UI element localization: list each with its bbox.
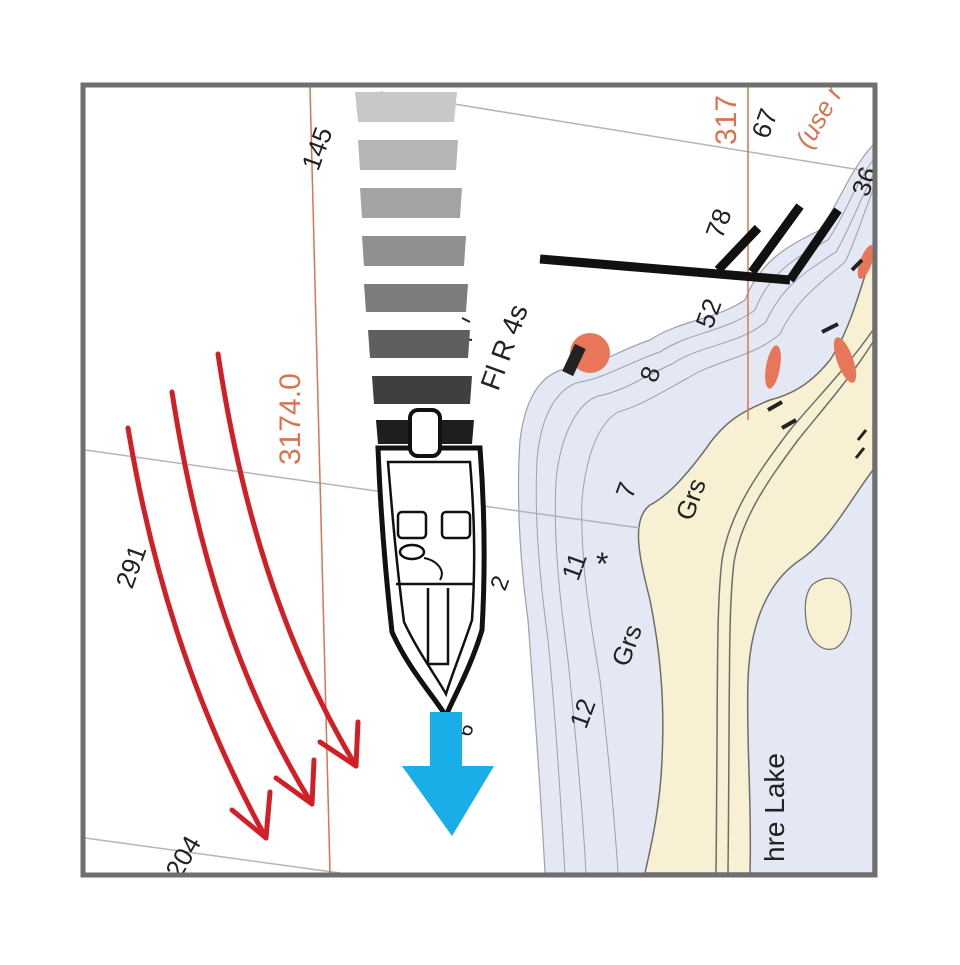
channel-marker-icon [857,244,873,280]
current-arrow-icon [229,789,273,841]
pier-mark [781,418,797,430]
current-arrow-icon [317,719,361,769]
depth-contour [554,174,873,873]
buoy-icon [562,333,610,377]
current-arrow-icon [125,425,269,841]
contour-label-317: 317 [710,95,743,145]
chart-area: 3174.0 317 (use r 145 78 67 36 52 8 7 11… [85,87,873,873]
depth-contour [581,189,873,873]
current-arrow-icon [215,351,359,769]
grid-line [379,91,873,173]
lake-name-label: hre Lake [759,753,790,862]
rock-symbol: * [596,546,608,582]
heading-arrow-icon [402,712,494,836]
boat-seat [440,510,472,540]
elevation-contour-line [309,87,331,873]
inland-lake [746,468,873,873]
pier-mark [850,258,864,272]
wake-trail-icon [355,92,474,444]
grid-line [85,837,341,873]
dock-icon [539,203,842,285]
steering-wheel [398,543,426,561]
light-flare-icon [461,317,471,323]
pier-mark [821,322,839,334]
road [727,341,873,873]
boat-icon [375,408,487,722]
road [715,329,873,873]
boat-seat [396,510,428,540]
pier-mark [854,429,868,459]
channel-marker-icon [765,345,781,389]
grid-line [85,449,641,529]
channel-marker-icon [833,337,857,383]
current-arrow-icon [273,757,317,807]
outboard-motor [408,408,442,458]
map-frame [80,82,878,878]
lake-island [804,577,852,650]
pier-mark [767,400,783,412]
current-arrow-icon [169,389,315,807]
contour-label-3174: 3174.0 [274,373,307,465]
current-arrows [125,351,361,841]
